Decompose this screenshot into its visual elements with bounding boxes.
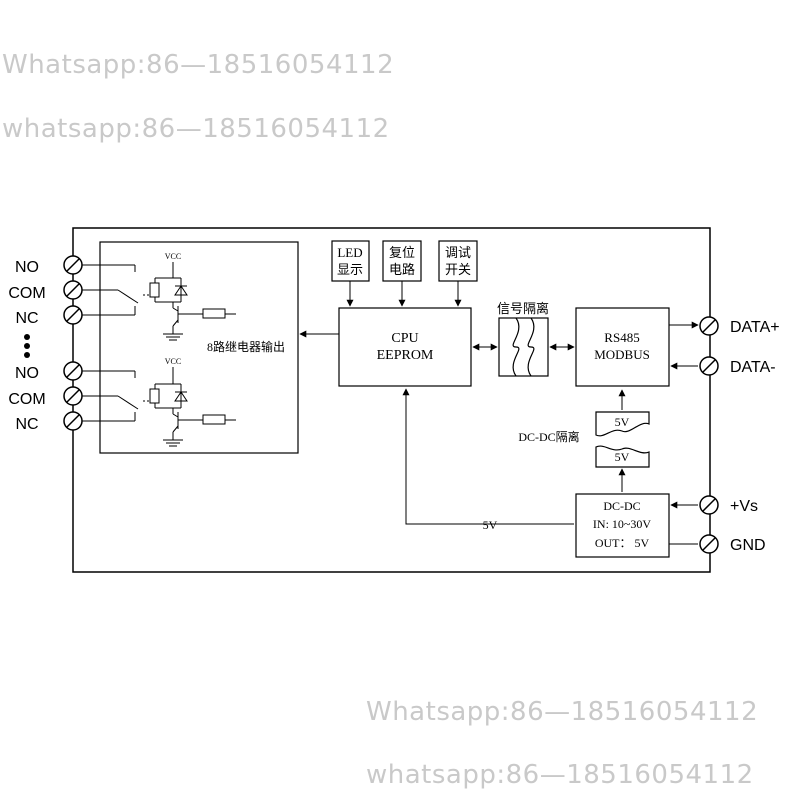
terminal-label-no: NO [15,365,39,382]
isolation-barrier [512,317,535,377]
vcc-label: VCC [165,252,181,261]
terminal-label-com: COM [8,391,45,408]
led-display-label: LED [337,245,362,260]
screw-terminal-icon [63,255,83,275]
screw-terminal-icon [699,356,719,376]
screw-terminal-icon [63,411,83,431]
led-display-label: 显示 [337,262,363,277]
rs485-modbus-block [575,307,670,387]
screw-terminal-icon [63,361,83,381]
cpu-eeprom-block [338,307,472,387]
dcdc-isolation-label: DC-DC隔离 [518,429,579,444]
screw-terminal-icon [699,534,719,554]
vcc-label: VCC [165,357,181,366]
wire-5v-label: 5V [483,518,498,532]
watermark-text: Whatsapp:86—18516054112 [366,697,759,727]
terminal-label-gnd: GND [730,537,766,554]
dcdc-input-range: IN: 10~30V [593,517,651,531]
debug-switch-label: 调试 [445,245,471,260]
debug-switch-label: 开关 [445,262,471,277]
watermark-text: Whatsapp:86—18516054112 [2,50,395,80]
dcdc-title: DC-DC [603,499,640,513]
reset-circuit-label: 复位 [389,245,415,260]
relay-output-label: 8路继电器输出 [207,339,285,354]
arrow-connectors [299,281,699,545]
watermark-text: whatsapp:86—18516054112 [2,114,390,144]
screw-terminal-icon [63,305,83,325]
signal-isolation-block [498,317,549,377]
modbus-label: MODBUS [594,347,650,362]
eeprom-label: EEPROM [377,348,434,363]
dcdc-isolation-top [595,411,650,437]
terminal-label-data-plus: DATA+ [730,319,780,336]
ellipsis-dots [24,334,30,358]
dcdc-output-voltage: OUT： 5V [595,536,650,550]
relay-channel-2 [82,367,236,447]
terminal-label-vs: +Vs [730,498,758,515]
screw-terminal-icon [63,280,83,300]
screw-terminal-icon [63,386,83,406]
screw-terminal-icon [699,495,719,515]
terminal-label-nc: NC [15,310,38,327]
isolation-top-voltage: 5V [615,415,630,429]
dcdc-converter-block [575,493,670,558]
terminal-label-com: COM [8,285,45,302]
relay-output-box [99,241,299,454]
isolation-bottom-voltage: 5V [615,450,630,464]
cpu-label: CPU [391,331,418,346]
reset-circuit-label: 电路 [389,262,415,277]
relay-channel-1 [82,262,236,341]
terminal-label-nc: NC [15,416,38,433]
dcdc-isolation-bottom [595,445,650,468]
screw-terminal-icon [699,316,719,336]
terminal-label-data-minus: DATA- [730,359,776,376]
signal-isolation-label: 信号隔离 [497,301,549,316]
rs485-label: RS485 [604,330,639,345]
terminal-label-no: NO [15,259,39,276]
watermark-text: whatsapp:86—18516054112 [366,760,754,790]
